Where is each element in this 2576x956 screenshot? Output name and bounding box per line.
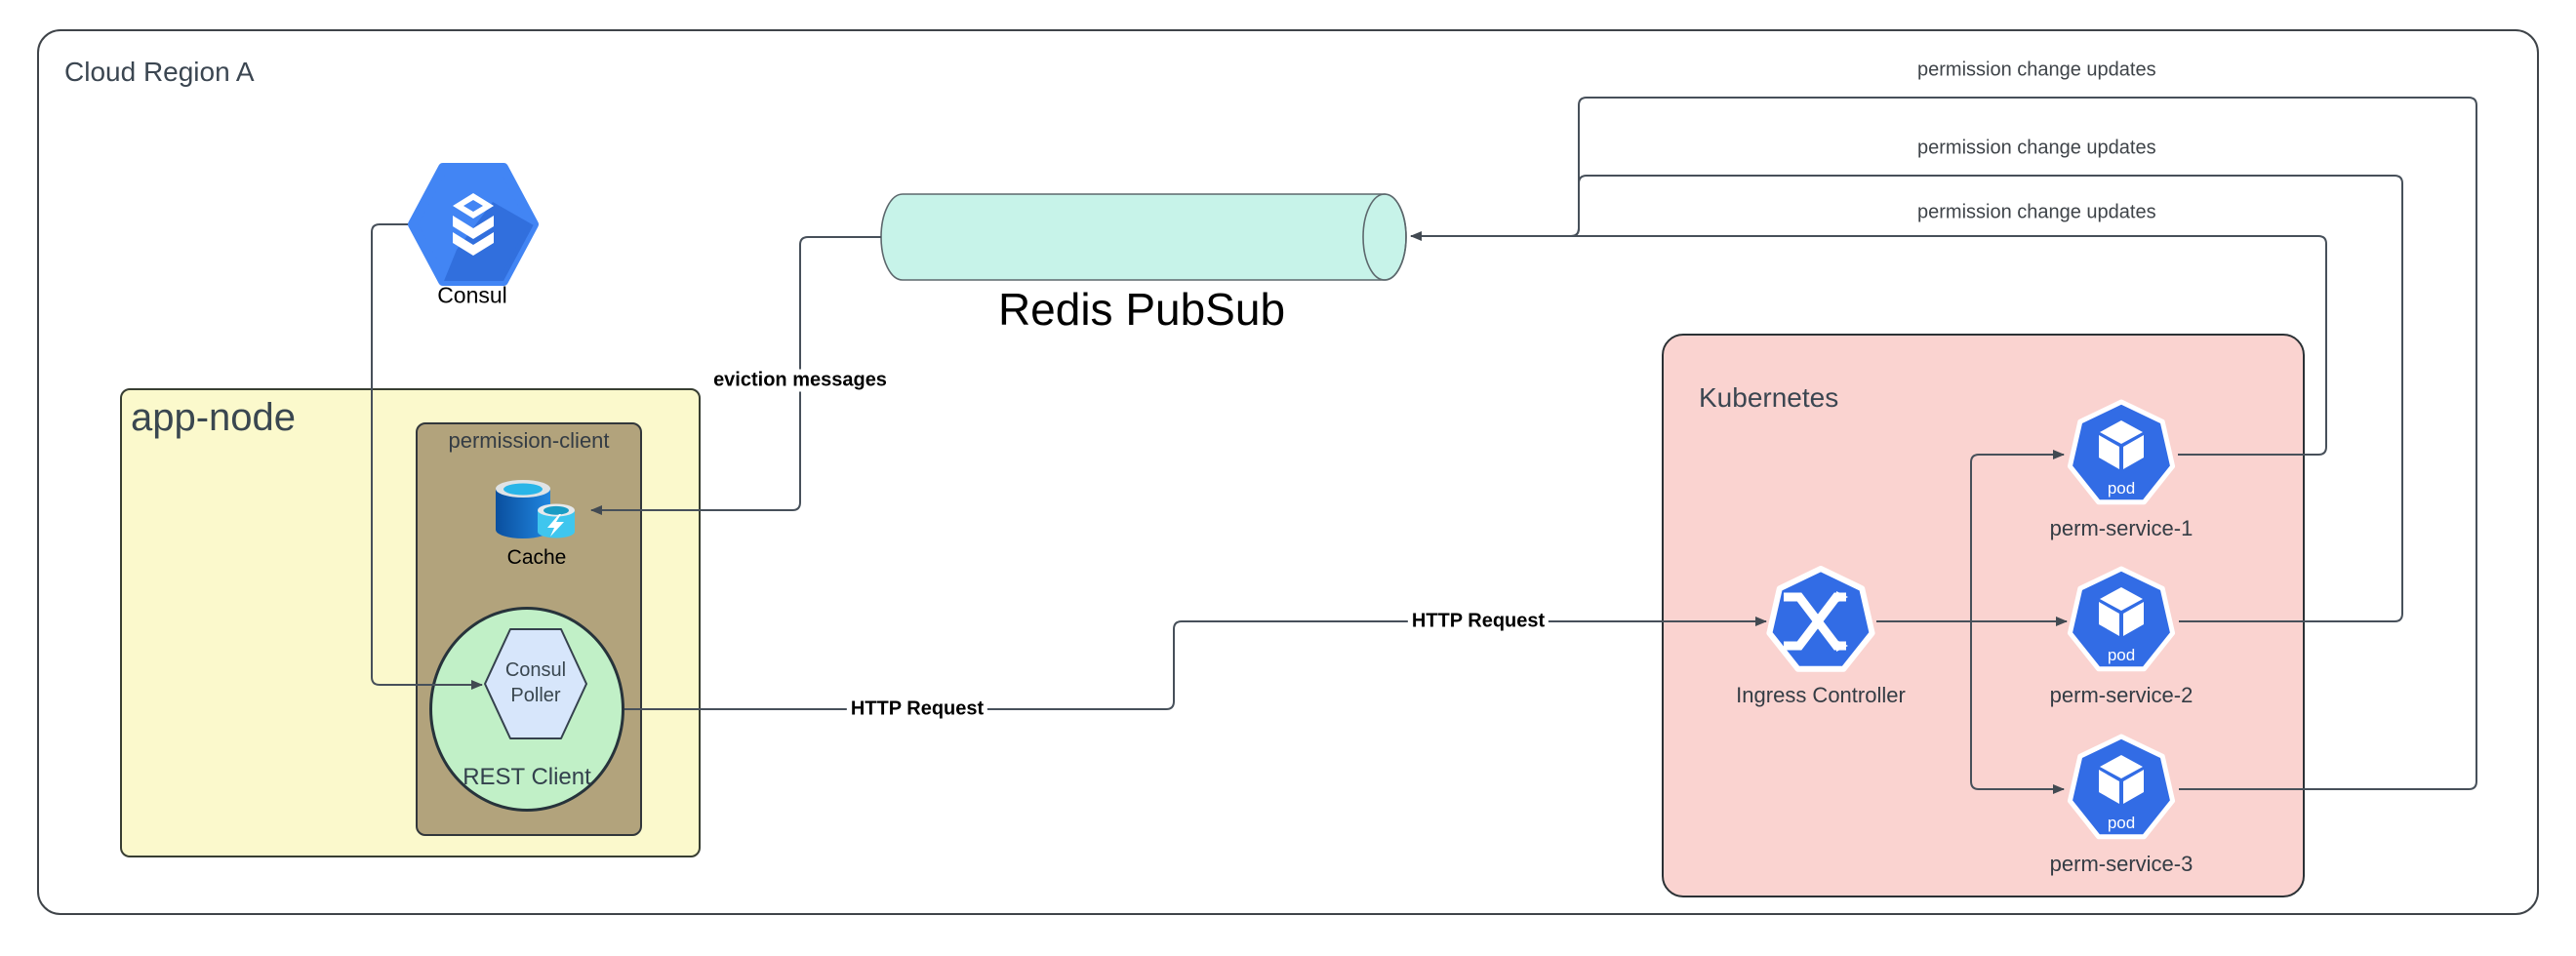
permission-updates-label-3: permission change updates — [1914, 201, 2159, 224]
consul-label: Consul — [437, 282, 507, 308]
http-request-ingress-edge-label: HTTP Request — [1407, 610, 1550, 633]
pod-2-label: perm-service-2 — [2049, 683, 2194, 707]
kubernetes-container[interactable] — [1662, 334, 2305, 897]
consul-poller-label: Consul Poller — [504, 659, 567, 706]
permission-updates-label-1: permission change updates — [1914, 59, 2159, 82]
kubernetes-label: Kubernetes — [1699, 382, 1839, 413]
ingress-controller-label: Ingress Controller — [1736, 683, 1906, 707]
rest-client-label: REST Client — [463, 764, 591, 790]
cache-label: Cache — [506, 546, 567, 569]
redis-pubsub-label: Redis PubSub — [997, 284, 1286, 335]
permission-updates-label-2: permission change updates — [1914, 137, 2159, 160]
pod-1-label: perm-service-1 — [2049, 516, 2194, 540]
http-request-client-edge-label: HTTP Request — [846, 697, 988, 721]
cloud-region-label: Cloud Region A — [64, 57, 255, 87]
permission-client-label: permission-client — [448, 428, 610, 453]
pod-3-label: perm-service-3 — [2049, 852, 2194, 876]
app-node-label: app-node — [131, 396, 297, 439]
eviction-messages-edge-label: eviction messages — [709, 369, 891, 392]
